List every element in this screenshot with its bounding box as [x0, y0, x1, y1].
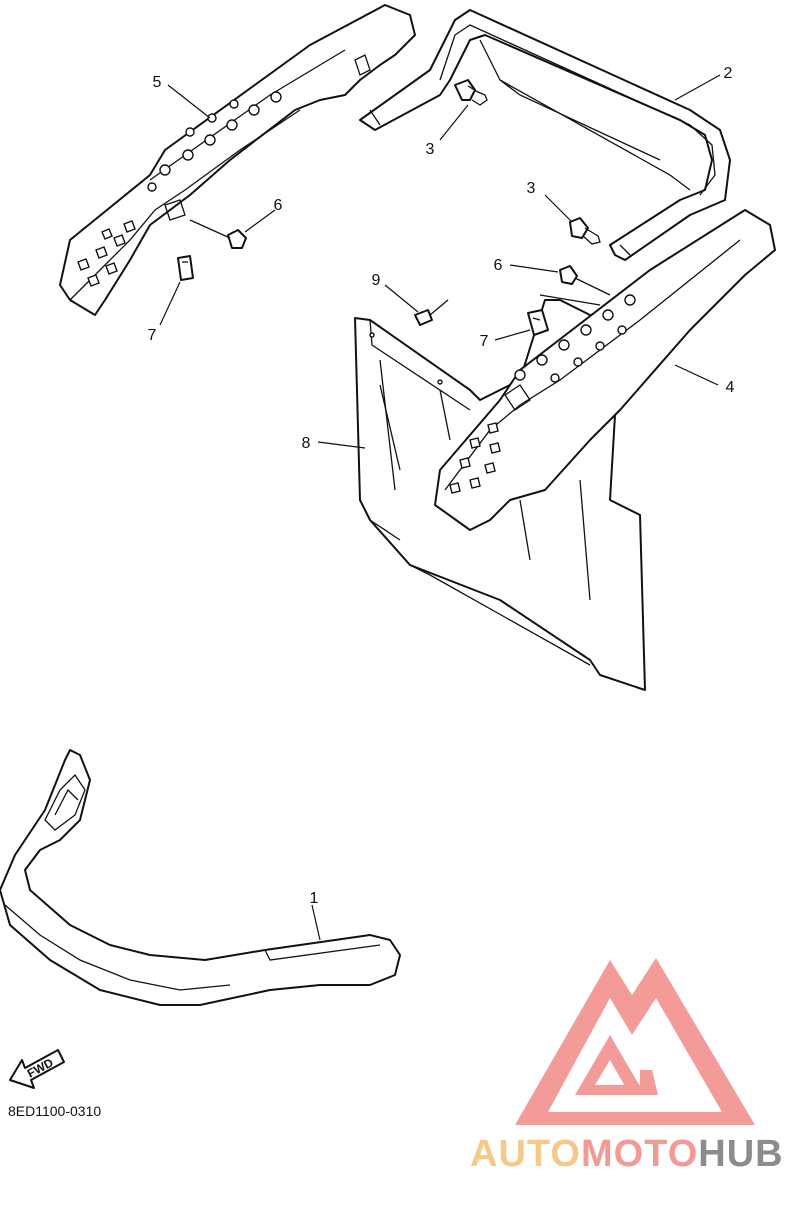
callout-4: 4 [726, 379, 735, 396]
bolt-3-upper [454, 79, 488, 106]
watermark-text: AUTOMOTOHUB [470, 1133, 784, 1175]
callout-8: 8 [302, 435, 311, 452]
logo-inner-g [575, 1035, 658, 1095]
rivet-9 [414, 299, 449, 326]
callout-9: 9 [372, 272, 381, 289]
part-5-left-footrest [59, 4, 416, 316]
callout-2: 2 [724, 65, 733, 82]
watermark-moto: MOTO [581, 1133, 698, 1175]
bolt-6-right [559, 265, 611, 296]
part-2-grab-bar [359, 9, 731, 261]
callout-3-upper: 3 [426, 141, 435, 158]
callout-3-right: 3 [527, 180, 536, 197]
fwd-arrow: FWD [9, 1049, 65, 1089]
callout-6-right: 6 [494, 257, 503, 274]
logo-outer-triangle [515, 958, 755, 1125]
automotohub-logo-icon [515, 958, 755, 1125]
watermark-auto: AUTO [470, 1133, 581, 1175]
part-1-front-bumper [0, 749, 401, 1006]
callout-5: 5 [153, 74, 162, 91]
nut-7-right [527, 309, 549, 336]
callout-1: 1 [310, 890, 319, 907]
bolt-3-right [569, 217, 601, 245]
diagram-code: 8ED1100-0310 [8, 1103, 101, 1119]
watermark-hub: HUB [698, 1133, 783, 1175]
part-4-right-footrest [434, 209, 776, 531]
leader-lines [159, 74, 721, 941]
callout-7-left: 7 [148, 327, 157, 344]
callout-7-right: 7 [480, 333, 489, 350]
callout-labels: 1 2 3 3 4 5 6 6 7 7 8 9 [148, 65, 735, 907]
callout-6-left: 6 [274, 197, 283, 214]
bolt-6-left [189, 219, 247, 249]
nut-7-left [177, 255, 194, 281]
